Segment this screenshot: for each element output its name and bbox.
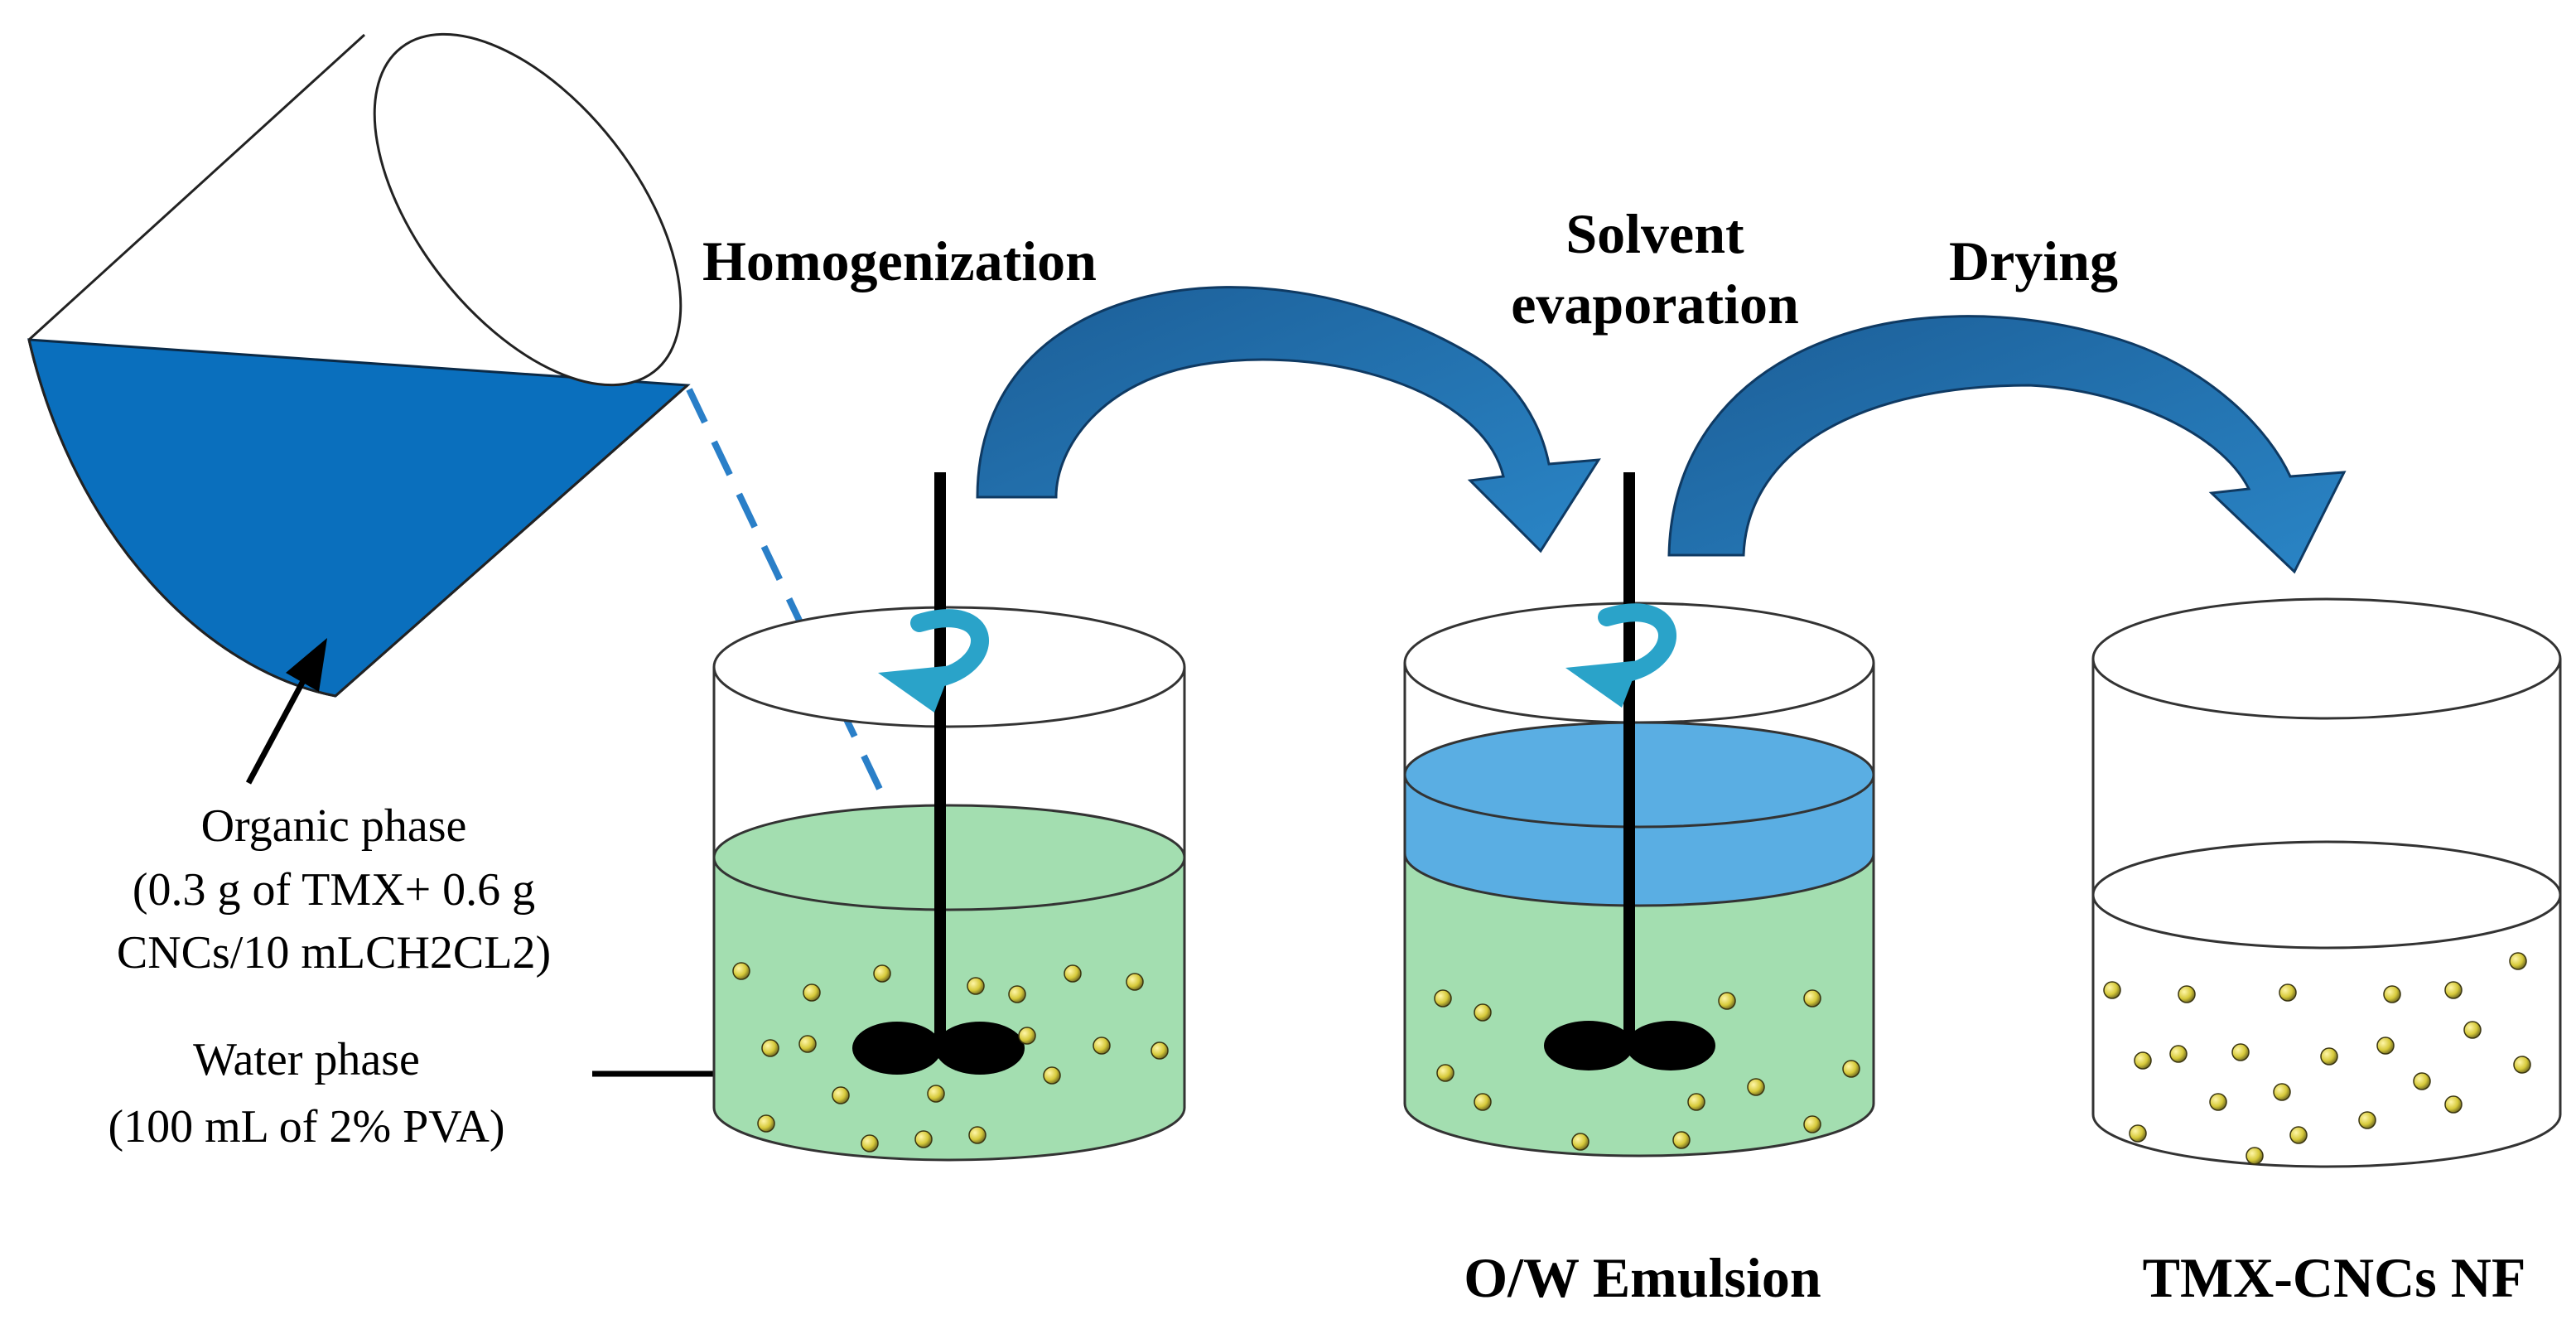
particle: [2103, 981, 2121, 999]
particle: [1474, 1003, 1492, 1022]
organic-liquid: [27, 338, 691, 698]
particle: [927, 1085, 945, 1103]
stirrer-blade: [1544, 1021, 1633, 1070]
rotation-arrow-icon: [878, 609, 989, 713]
product-label: TMX-CNCs NF: [2143, 1246, 2526, 1309]
particle: [1803, 1115, 1821, 1133]
beaker-dried: [2091, 597, 2562, 1168]
particle: [1474, 1093, 1492, 1111]
particle: [2169, 1045, 2188, 1063]
particle: [1803, 989, 1821, 1008]
rotation-arrow-icon: [1565, 603, 1676, 708]
beaker-homogenization: [712, 472, 1186, 1162]
organic-phase-detail-2: CNCs/10 mLCH2CL2): [117, 927, 551, 979]
particle: [757, 1114, 775, 1133]
particle: [914, 1130, 933, 1148]
particles: [732, 952, 2531, 1165]
particle: [2444, 1095, 2463, 1114]
step-solvent-label-line2: evaporation: [1511, 273, 1799, 336]
organic-phase-detail-1: (0.3 g of TMX+ 0.6 g: [133, 864, 535, 916]
step-homogenization-label: Homogenization: [702, 230, 1097, 292]
particle: [798, 1035, 817, 1053]
water-phase-detail: (100 mL of 2% PVA): [108, 1101, 504, 1153]
process-arrow-2: [1667, 315, 2347, 574]
particle: [803, 983, 821, 1002]
particle: [2509, 952, 2527, 970]
particle: [1842, 1060, 1860, 1078]
particle: [2320, 1047, 2338, 1066]
particle: [1434, 989, 1452, 1008]
organic-pointer-arrow: [245, 638, 327, 785]
particle: [1008, 985, 1026, 1003]
particle: [1718, 992, 1736, 1010]
particle: [2376, 1037, 2395, 1055]
pouring-beaker-outline: [27, 33, 688, 698]
particle: [2289, 1126, 2308, 1144]
pouring-beaker: [27, 32, 898, 822]
particle: [2463, 1021, 2482, 1039]
particle: [2279, 983, 2297, 1002]
particle: [1151, 1041, 1169, 1060]
organic-phase-label: Organic phase: [201, 800, 467, 852]
particle: [1093, 1037, 1111, 1055]
particle: [761, 1039, 779, 1057]
particle: [1043, 1066, 1061, 1085]
particle: [2129, 1124, 2147, 1143]
particle: [2358, 1111, 2376, 1129]
particle: [1747, 1078, 1765, 1096]
particle: [1571, 1133, 1589, 1151]
stirrer-blade: [852, 1022, 942, 1075]
emulsion-label: O/W Emulsion: [1464, 1246, 1821, 1309]
particle: [1436, 1064, 1454, 1082]
particle: [732, 962, 750, 980]
particle: [1126, 973, 1144, 991]
particle: [873, 964, 891, 983]
particle: [2444, 981, 2463, 999]
stirrer-shaft: [1623, 472, 1635, 1044]
beaker-rim: [2091, 597, 2562, 720]
stirrer-blade: [935, 1022, 1025, 1075]
particle: [1672, 1131, 1691, 1149]
step-drying-label: Drying: [1949, 230, 2118, 292]
particle: [968, 1126, 987, 1144]
particle: [2246, 1147, 2264, 1165]
beaker-emulsion: [1403, 472, 1875, 1157]
particle: [2231, 1043, 2250, 1061]
particle: [832, 1086, 850, 1104]
particle: [1687, 1093, 1705, 1111]
particle: [2383, 985, 2401, 1003]
stirrer-blade: [1626, 1021, 1715, 1070]
organic-layer-surface: [1403, 721, 1875, 829]
dried-layer-surface: [2091, 840, 2562, 950]
water-phase-surface: [712, 804, 1186, 911]
process-arrow-1: [976, 286, 1601, 553]
particle: [2413, 1072, 2431, 1090]
stirrer-shaft: [934, 472, 946, 1044]
water-phase-label: Water phase: [193, 1034, 420, 1085]
particle: [1064, 964, 1082, 983]
particle: [2134, 1051, 2152, 1070]
pour-line: [686, 388, 898, 822]
pouring-beaker-rim: [373, 32, 683, 387]
particle: [2513, 1056, 2531, 1074]
particle: [2209, 1093, 2227, 1111]
particle: [861, 1134, 879, 1153]
step-solvent-label-line1: Solvent: [1565, 202, 1744, 265]
particle: [1018, 1027, 1036, 1045]
particle: [2273, 1083, 2291, 1101]
particle: [2178, 985, 2196, 1003]
particle: [967, 977, 985, 995]
